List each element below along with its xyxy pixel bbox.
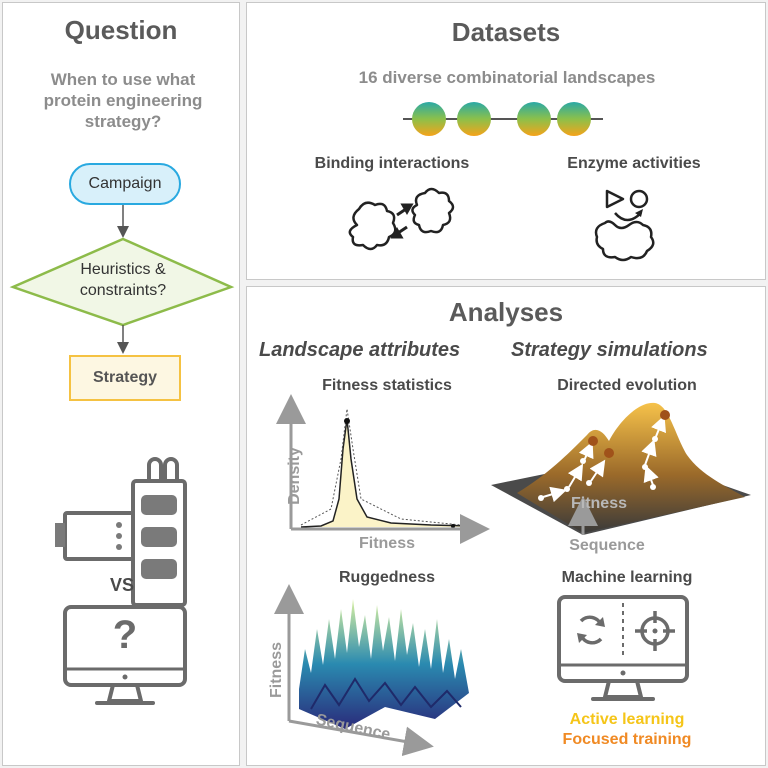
ml-computer-icon [557, 595, 689, 701]
flowchart-connectors [9, 205, 235, 354]
rugged-surface [299, 599, 469, 729]
question-title: Question [64, 15, 178, 45]
de-sequence-label: Sequence [569, 537, 645, 554]
binding-proteins-icon [348, 187, 455, 251]
de-fitness-label: Fitness [570, 495, 627, 512]
density-tail-point [461, 524, 465, 528]
local-optimum-point [604, 448, 614, 458]
strategy-box: Strategy [69, 355, 181, 401]
global-optimum-point [660, 410, 670, 420]
question-mark-symbol: ? [112, 613, 138, 657]
local-optimum-point [588, 436, 598, 446]
versus-label: VS [109, 575, 134, 595]
datasets-panel: Datasets 16 diverse combinatorial landsc… [246, 2, 766, 280]
datasets-subtitle: 16 diverse combinatorial landscapes [358, 68, 656, 87]
question-prompt: When to use what protein engineering str… [43, 70, 203, 131]
enzyme-activities-label: Enzyme activities [567, 155, 701, 172]
density-tail-point [451, 524, 455, 528]
refresh-icon [579, 615, 603, 645]
active-learning-label: Active learning [569, 711, 685, 728]
combinatorial-sites-icon [403, 102, 603, 136]
datasets-title: Datasets [451, 17, 561, 47]
focused-training-label: Focused training [562, 731, 692, 748]
strategy-simulations-heading: Strategy simulations [511, 339, 708, 361]
site-dot [517, 102, 551, 136]
enzyme-substrate-icon [594, 189, 655, 262]
density-axis-label: Density [286, 447, 303, 505]
site-dot [557, 102, 591, 136]
analyses-panel: Analyses Landscape attributes Strategy s… [246, 286, 766, 766]
lab-instrument-icon [55, 457, 187, 607]
site-dot [412, 102, 446, 136]
rug-sequence-axis [288, 719, 434, 757]
density-peak-point [344, 418, 350, 424]
density-fill [301, 419, 471, 527]
analyses-title: Analyses [448, 297, 564, 327]
fitness-density-plot [276, 394, 490, 544]
decision-text: Heuristics & constraints? [79, 261, 167, 299]
directed-evolution-landscape [491, 402, 751, 535]
site-dot [457, 102, 491, 136]
rug-fitness-label: Fitness [268, 642, 285, 699]
binding-interactions-label: Binding interactions [314, 155, 470, 172]
density-fit-curve [300, 408, 462, 526]
ruggedness-landscape [274, 584, 469, 757]
computer-icon [63, 605, 187, 705]
target-icon [635, 611, 675, 651]
campaign-box: Campaign [69, 163, 181, 205]
directed-evolution-title: Directed evolution [557, 377, 697, 394]
ruggedness-title: Ruggedness [338, 569, 435, 586]
fitness-axis-label: Fitness [358, 535, 415, 552]
density-curve [300, 418, 472, 528]
landscape-attributes-heading: Landscape attributes [259, 339, 461, 361]
landscape-peaks [517, 402, 745, 533]
fitness-statistics-title: Fitness statistics [322, 377, 452, 394]
question-panel: Question When to use what protein engine… [2, 2, 240, 766]
machine-learning-title: Machine learning [561, 569, 693, 586]
